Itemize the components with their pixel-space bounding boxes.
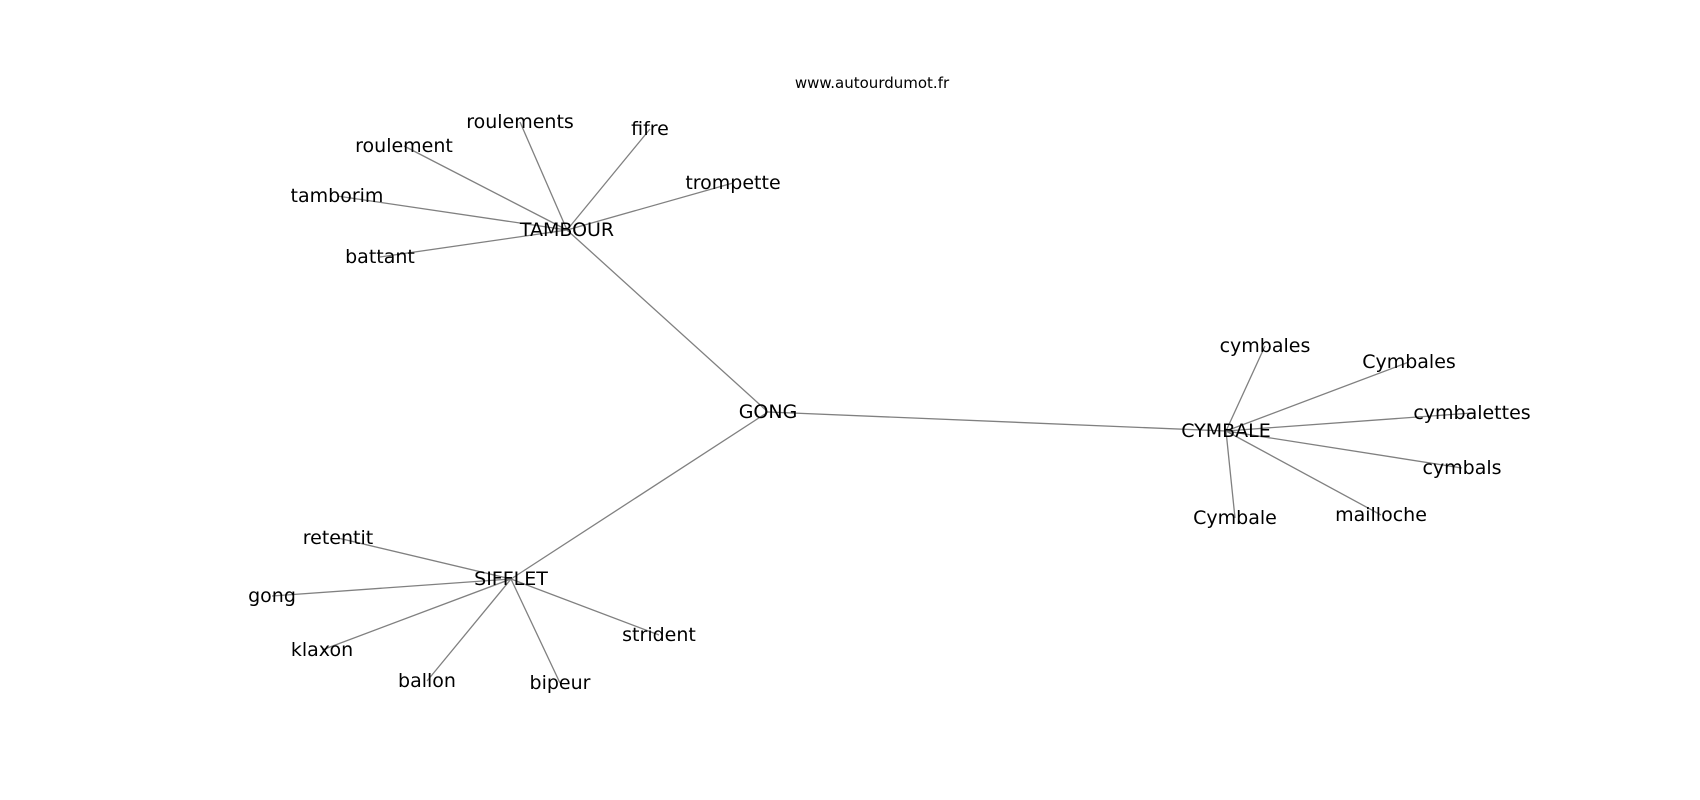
graph-labels: GONG TAMBOUR SIFFLET CYMBALE roulements fifre… — [248, 111, 1531, 694]
edge-cymbale_hub-cymbales_cap — [1225, 361, 1410, 432]
node-strident[interactable]: strident — [622, 624, 696, 646]
node-battant[interactable]: battant — [345, 246, 415, 268]
edge-tambour-roulements — [519, 121, 568, 231]
node-trompette[interactable]: trompette — [685, 172, 780, 194]
node-sifflet[interactable]: SIFFLET — [474, 568, 548, 590]
edge-sifflet-klaxon — [321, 578, 512, 651]
site-url-label: www.autourdumot.fr — [795, 74, 950, 92]
node-roulements[interactable]: roulements — [466, 111, 574, 133]
edge-sifflet-strident — [510, 578, 660, 636]
node-cymbals[interactable]: cymbals — [1422, 457, 1501, 479]
node-cymbale-cap[interactable]: Cymbale — [1193, 507, 1277, 529]
node-gong-center[interactable]: GONG — [739, 401, 798, 423]
node-gong-leaf[interactable]: gong — [248, 585, 296, 607]
edge-gong_center-tambour — [566, 229, 769, 413]
node-mailloche[interactable]: mailloche — [1335, 504, 1427, 526]
edge-cymbale_hub-cymbals — [1225, 430, 1463, 469]
node-bipeur[interactable]: bipeur — [530, 672, 591, 694]
edge-cymbale_hub-cymbalettes — [1225, 412, 1473, 432]
edge-sifflet-gong_leaf — [271, 578, 512, 597]
graph-edges — [271, 121, 1473, 684]
node-cymbale-hub[interactable]: CYMBALE — [1181, 420, 1271, 442]
node-fifre[interactable]: fifre — [631, 118, 669, 140]
node-tambour[interactable]: TAMBOUR — [519, 219, 614, 241]
node-roulement[interactable]: roulement — [355, 135, 453, 157]
edge-tambour-trompette — [566, 182, 734, 231]
node-klaxon[interactable]: klaxon — [291, 639, 353, 661]
node-cymbales-cap[interactable]: Cymbales — [1362, 351, 1456, 373]
edge-sifflet-retentit — [337, 537, 512, 580]
edge-cymbale_hub-mailloche — [1225, 430, 1382, 516]
node-cymbalettes[interactable]: cymbalettes — [1413, 402, 1530, 424]
node-retentit[interactable]: retentit — [303, 527, 373, 549]
edge-tambour-tamborim — [336, 195, 568, 231]
node-cymbales[interactable]: cymbales — [1220, 335, 1311, 357]
edge-sifflet-bipeur — [510, 578, 561, 684]
node-tamborim[interactable]: tamborim — [291, 185, 384, 207]
edge-gong_center-cymbale_hub — [767, 411, 1227, 432]
edge-tambour-fifre — [566, 128, 651, 231]
edge-tambour-roulement — [403, 145, 568, 231]
edge-tambour-battant — [379, 229, 568, 258]
edge-sifflet-ballon — [426, 578, 512, 682]
edge-gong_center-sifflet — [510, 411, 769, 580]
edge-cymbale_hub-cymbale_cap — [1225, 430, 1236, 519]
node-ballon[interactable]: ballon — [398, 670, 456, 692]
edge-cymbale_hub-cymbales — [1225, 345, 1266, 432]
